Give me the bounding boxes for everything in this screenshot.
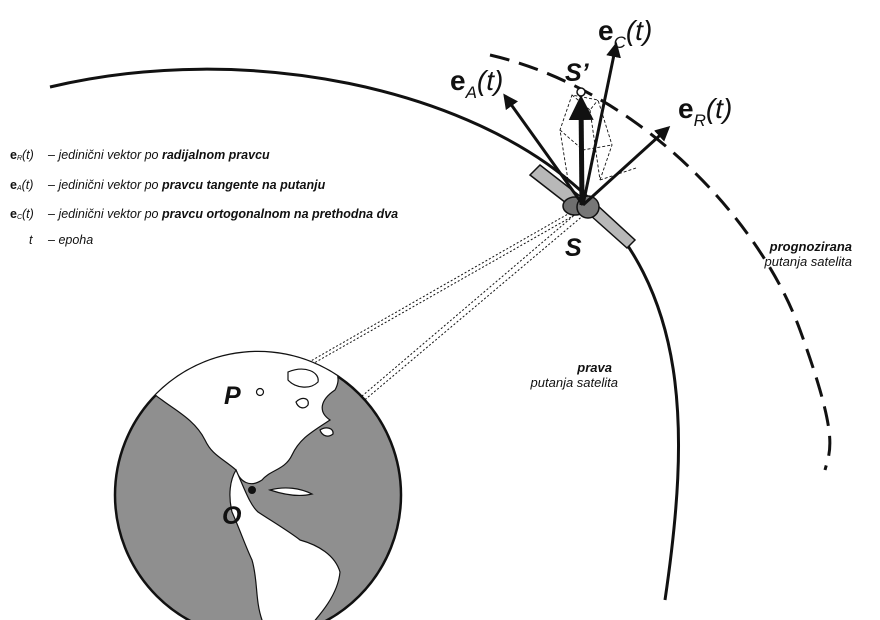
earth-center-label: O: [222, 502, 242, 530]
satellite-label: S: [565, 234, 582, 262]
satellite-icon: [528, 164, 637, 250]
predicted-orbit-label-bold: prognozirana: [769, 239, 852, 254]
vector-e-a-label: eA(t): [450, 65, 503, 102]
sight-lines: [224, 209, 586, 501]
predicted-satellite-label: S’: [565, 59, 590, 87]
vector-e-c: [581, 42, 621, 206]
predicted-orbit-label: putanja satelita: [764, 254, 852, 269]
earth-point-p-marker: [255, 387, 265, 397]
vector-e-a: [503, 93, 585, 206]
predicted-position-marker: [576, 87, 586, 97]
actual-orbit-line: [49, 67, 681, 601]
earth-globe: [113, 350, 403, 620]
earth-point-label: P: [224, 382, 241, 410]
vector-e-r-label: eR(t): [678, 93, 732, 130]
predicted-orbit-line: [489, 53, 832, 471]
earth-center-o-marker: [248, 486, 256, 494]
vector-e-r: [581, 125, 671, 207]
vector-e-c-label: eC(t): [598, 15, 652, 52]
vector-to-s-prime: [568, 95, 594, 206]
actual-orbit-label-bold: prava: [576, 360, 612, 375]
actual-orbit-label: putanja satelita: [530, 375, 618, 390]
